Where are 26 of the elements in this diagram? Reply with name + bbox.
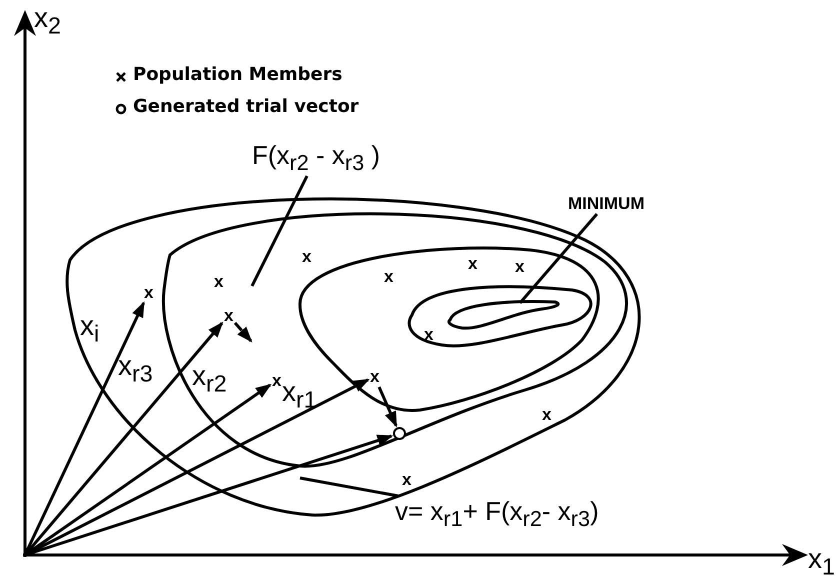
dashed-arrow [234, 322, 252, 342]
annotation-text: MINIMUM [568, 195, 644, 212]
population-member-mark: x [224, 307, 234, 324]
leader-line [250, 175, 308, 287]
formula-text: v= x$_{r}$$_{1}$+ F(x$_{r}$$_{2}$- x$_{r}$$_{3}$) [395, 498, 599, 530]
population-member-mark: x [214, 273, 224, 290]
population-member-mark: x [302, 248, 312, 265]
population-member-mark: x [272, 372, 282, 389]
legend-text: Population Members [133, 66, 342, 84]
leader-line [300, 476, 399, 498]
legend-text: Generated trial vector [133, 98, 359, 116]
population-member-mark: x [402, 471, 412, 488]
vector-arrow [378, 386, 398, 428]
trial-vector-circle [393, 427, 406, 440]
leader-line [518, 213, 598, 304]
population-member-mark: x [370, 368, 380, 385]
population-member-mark: x [384, 268, 394, 285]
axis-label: x$_{1}$ [808, 545, 835, 579]
population-member-mark: x [515, 258, 524, 275]
axis-label: x$_{2}$ [34, 4, 61, 38]
population-member-mark: x [542, 406, 552, 423]
vector-label: x$_{i}$ [80, 312, 100, 346]
population-member-mark: x [468, 255, 478, 272]
population-member-mark: x [424, 326, 434, 343]
formula-text: F(x$_{r}$$_{2}$ - x$_{r}$$_{3}$ ) [252, 142, 380, 174]
population-member-mark: x [144, 284, 154, 301]
